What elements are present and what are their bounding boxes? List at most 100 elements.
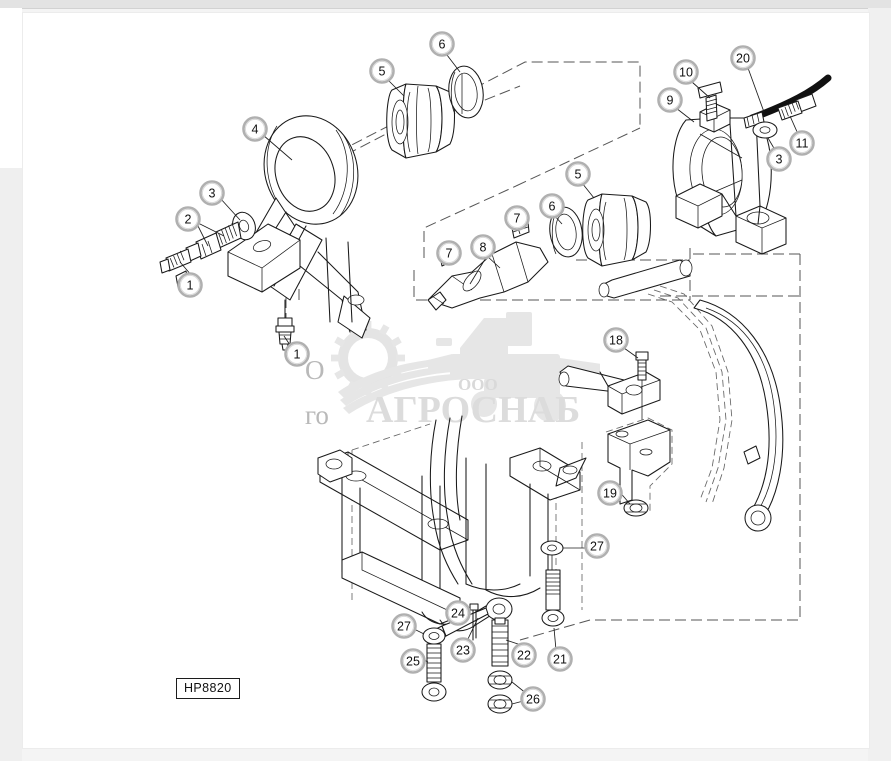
callout-ring: [520, 686, 546, 712]
callout-number: 25: [406, 655, 420, 669]
bottom-margin: [22, 747, 868, 761]
callout-24-cotter-pin[interactable]: 24: [445, 600, 471, 626]
callout-20-grease-hose[interactable]: 20: [730, 45, 756, 71]
part-cap-screw-21: [541, 555, 565, 627]
callout-number: 7: [514, 212, 521, 226]
callout-10-clamp-bolt[interactable]: 10: [673, 59, 699, 85]
plate-number-label: HP8820: [176, 678, 240, 699]
part-lock-nut-26a: [487, 670, 513, 690]
callout-number: 6: [549, 200, 556, 214]
callout-23-clevis-pin[interactable]: 23: [450, 637, 476, 663]
part-frame-bracket: [317, 415, 587, 632]
callout-ring: [450, 637, 476, 663]
part-mount-bracket: [605, 417, 673, 512]
callout-ring: [539, 193, 565, 219]
callout-21-cap-screw[interactable]: 21: [547, 646, 573, 672]
callout-ring: [400, 648, 426, 674]
callout-19-lock-nut[interactable]: 19: [597, 480, 623, 506]
callout-ring: [436, 240, 462, 266]
callout-7-woodruff-key[interactable]: 7: [436, 240, 462, 266]
part-drive-shaft-8: [427, 241, 549, 311]
part-grease-fitting-1-mid: [275, 299, 295, 351]
part-cotter-pin-24: [469, 603, 479, 641]
part-lock-nut-19: [623, 499, 649, 517]
callout-number: 4: [252, 123, 259, 137]
part-washer-3-right: [752, 121, 778, 139]
part-bearing-hub-5-mid: [582, 193, 652, 267]
callout-ring: [284, 341, 310, 367]
callout-27-washer[interactable]: 27: [584, 533, 610, 559]
callout-9-bearing-housing[interactable]: 9: [657, 87, 683, 113]
callout-number: 20: [736, 52, 750, 66]
part-cap-screw-18: [635, 351, 649, 420]
left-margin-white: [0, 8, 22, 168]
callout-number: 10: [679, 66, 693, 80]
callout-number: 18: [609, 334, 623, 348]
callout-number: 3: [209, 187, 216, 201]
callout-number: 9: [667, 94, 674, 108]
callout-3-washer[interactable]: 3: [199, 180, 225, 206]
callout-number: 8: [480, 241, 487, 255]
callout-2-hydraulic-fitting[interactable]: 2: [175, 206, 201, 232]
callout-number: 1: [187, 279, 194, 293]
callout-ring: [547, 646, 573, 672]
callout-ring: [584, 533, 610, 559]
part-lock-nut-26b: [487, 694, 513, 714]
part-bearing-hub-5-upper: [386, 83, 456, 159]
part-clamp-bolt-10: [697, 81, 723, 122]
callout-ring: [470, 234, 496, 260]
part-hydraulic-cylinder: [558, 259, 733, 505]
callout-ring: [603, 327, 629, 353]
callout-5-bearing-hub[interactable]: 5: [565, 161, 591, 187]
callout-ring: [445, 600, 471, 626]
left-margin-gray: [0, 168, 22, 761]
callout-number: 27: [590, 540, 604, 554]
callout-25-carriage-bolt[interactable]: 25: [400, 648, 426, 674]
callout-ring: [369, 58, 395, 84]
callout-26-lock-nut[interactable]: 26: [520, 686, 546, 712]
right-margin: [868, 8, 891, 761]
callout-3-washer[interactable]: 3: [766, 146, 792, 172]
callout-1-grease-fitting[interactable]: 1: [177, 272, 203, 298]
callout-number: 7: [446, 247, 453, 261]
callout-ring: [175, 206, 201, 232]
part-bearing-housing-9: [672, 103, 787, 255]
overlay-text-line2: го: [305, 400, 329, 430]
callout-ring: [597, 480, 623, 506]
callout-8-drive-shaft[interactable]: 8: [470, 234, 496, 260]
callout-27-washer[interactable]: 27: [391, 613, 417, 639]
callout-number: 19: [603, 487, 617, 501]
window-top-bar: [0, 0, 891, 9]
callout-number: 11: [796, 137, 809, 151]
callout-ring: [511, 642, 537, 668]
callout-18-cap-screw[interactable]: 18: [603, 327, 629, 353]
callout-ring: [657, 87, 683, 113]
callout-7-woodruff-key[interactable]: 7: [504, 205, 530, 231]
callout-6-seal-ring[interactable]: 6: [539, 193, 565, 219]
callout-ring: [504, 205, 530, 231]
callout-ring: [673, 59, 699, 85]
callout-number: 2: [185, 213, 192, 227]
callout-ring: [391, 613, 417, 639]
part-washer-27-right: [540, 540, 564, 556]
part-curved-arm: [693, 299, 784, 532]
callout-ring: [242, 116, 268, 142]
callout-number: 5: [575, 168, 582, 182]
callout-4-pivot-arm[interactable]: 4: [242, 116, 268, 142]
callout-11-cap-screw[interactable]: 11: [789, 130, 815, 156]
callout-number: 27: [397, 620, 411, 634]
callout-ring: [429, 31, 455, 57]
callout-ring: [766, 146, 792, 172]
callout-number: 1: [294, 348, 301, 362]
callout-6-seal-ring[interactable]: 6: [429, 31, 455, 57]
callout-5-bearing-hub[interactable]: 5: [369, 58, 395, 84]
callout-number: 6: [439, 38, 446, 52]
callout-1-grease-fitting[interactable]: 1: [284, 341, 310, 367]
part-turnbuckle-22: [485, 597, 513, 667]
callout-22-turnbuckle-rod[interactable]: 22: [511, 642, 537, 668]
callout-ring: [199, 180, 225, 206]
part-cap-screw-11: [777, 93, 817, 121]
